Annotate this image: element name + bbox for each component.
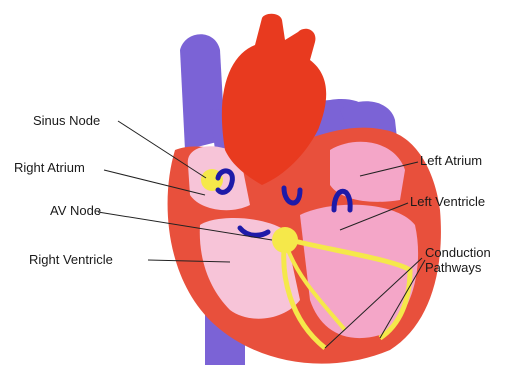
label-conduction-line1: Conduction — [425, 245, 491, 260]
label-left-ventricle: Left Ventricle — [410, 194, 485, 209]
label-conduction-line2: Pathways — [425, 260, 491, 275]
label-left-atrium: Left Atrium — [420, 153, 482, 168]
label-av-node: AV Node — [50, 203, 101, 218]
label-conduction-pathways: Conduction Pathways — [425, 245, 491, 275]
label-right-ventricle: Right Ventricle — [29, 252, 113, 267]
label-right-atrium: Right Atrium — [14, 160, 85, 175]
label-sinus-node: Sinus Node — [33, 113, 100, 128]
